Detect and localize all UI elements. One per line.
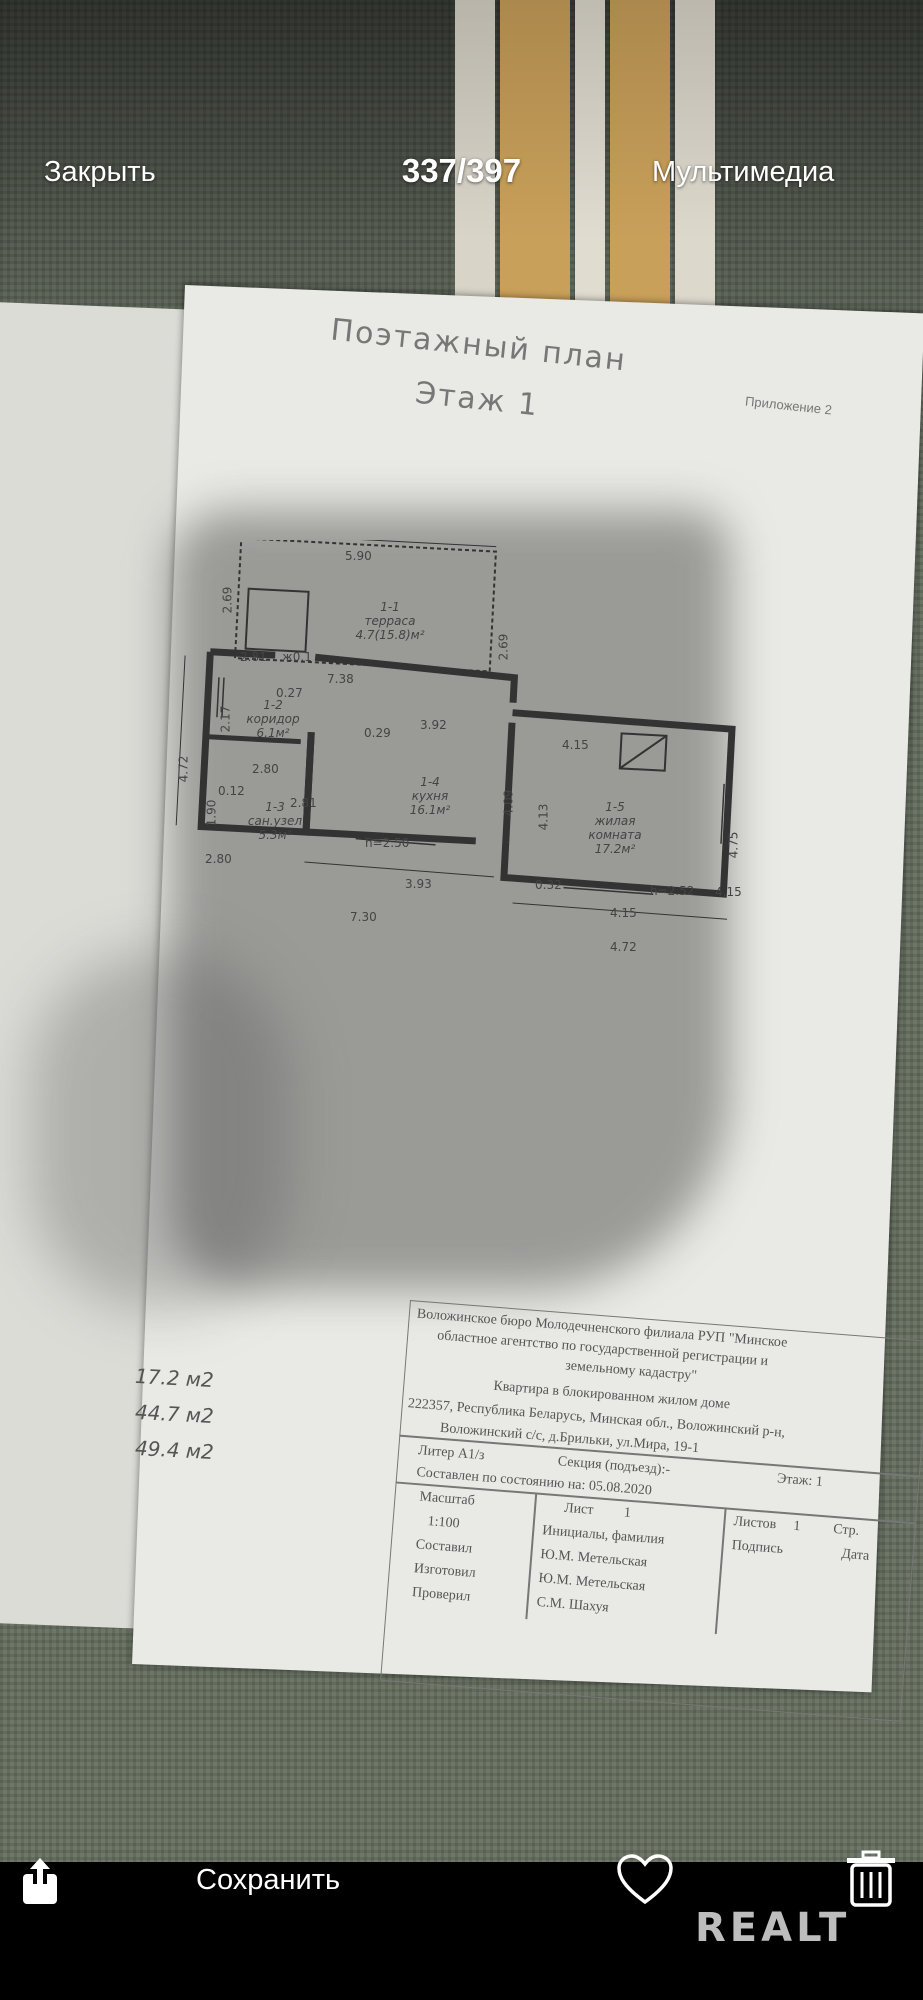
dimension-label: ж0.1 [282,650,312,664]
delete-button[interactable] [845,1850,897,1908]
stamp-sheets: 1 [792,1518,801,1535]
dimension-label: 4.72 [610,940,637,954]
heart-icon [617,1854,673,1905]
dimension-label: 3.93 [405,877,432,891]
dimension-label: 2.17 [218,705,233,733]
dimension-label: 4.09 [501,789,516,817]
stamp-sheets-label: Листов [733,1514,777,1533]
stove [618,732,668,772]
title-block: Воложинское бюро Молодечненского филиала… [380,1300,923,1722]
dimension-label: 7.30 [350,910,377,924]
window [563,880,654,896]
title-block-frame [380,1300,923,1722]
rug-stripe [610,0,670,340]
area-total: 17.2 м2 [134,1363,215,1393]
rug-stripe [575,0,605,340]
window [720,783,731,845]
dimension-label: 5.90 [345,549,372,563]
dimension-label: 1.90 [204,799,219,827]
stamp-scale: 1:100 [427,1514,461,1532]
media-button[interactable]: Мультимедиа [652,156,835,188]
stamp-date-label: Дата [840,1546,870,1564]
trash-icon [847,1850,895,1907]
dimension-label: 2.81 [290,796,317,810]
stamp-sheet-label: Лист [563,1500,594,1519]
dimension-label: 4.75 [726,831,741,859]
floor-plan-drawing [175,540,736,920]
wall-bathroom-top [205,734,301,745]
share-icon [23,1858,57,1904]
stamp-sheet: 1 [623,1505,632,1521]
save-button[interactable]: Сохранить [196,1864,341,1896]
terrace-bench [244,587,310,653]
phone-shadow [30,950,290,1310]
area-total: 49.4 м2 [134,1435,215,1465]
dimension-label: 3.92 [420,718,447,732]
height-label: h=2.52 [650,884,695,898]
share-button[interactable] [20,1858,60,1906]
dimension-label: 0.32 [535,878,562,892]
dimension-label: 2.69 [220,586,235,614]
dimension-label: 0.29 [364,726,391,740]
dimension-label: 2.81 [240,650,267,664]
stove-diagonal [619,734,668,770]
rug-stripe [675,0,715,340]
photo-counter: 337/397 [401,152,522,189]
area-total: 44.7 м2 [134,1399,215,1429]
top-bar [0,0,923,240]
dimension-label: 4.15 [610,906,637,920]
rug-stripe [500,0,570,340]
dimension-label: 0.12 [218,784,245,798]
close-button[interactable]: Закрыть [44,156,156,188]
dimension-label: 7.38 [327,672,354,686]
favorite-button[interactable] [617,1854,673,1906]
window [216,677,225,718]
wall-corridor-top [210,648,276,659]
dimension-label: 2.80 [252,762,279,776]
dimension-label: 4.15 [562,738,589,752]
dimension-label: 4.72 [176,755,191,783]
phone-shadow [170,510,730,1290]
realt-watermark: REALT [695,1905,851,1951]
dimension-label: 2.69 [496,633,511,661]
dimension-label: 2.80 [205,852,232,866]
wall-kitchen-top [314,653,519,703]
dimension-line [175,540,728,920]
wall-living [500,709,736,898]
stamp-page-label: Стр. [832,1521,860,1539]
rug-stripe [455,0,495,340]
window [355,831,436,846]
dimension-label: 4.15 [715,885,742,899]
bottom-bar [0,1862,923,2000]
height-label: h=2.50 [365,836,410,850]
dimension-label: 0.27 [276,686,303,700]
wall-kitchen-right [502,722,516,843]
dimension-label: 4.13 [536,803,551,831]
